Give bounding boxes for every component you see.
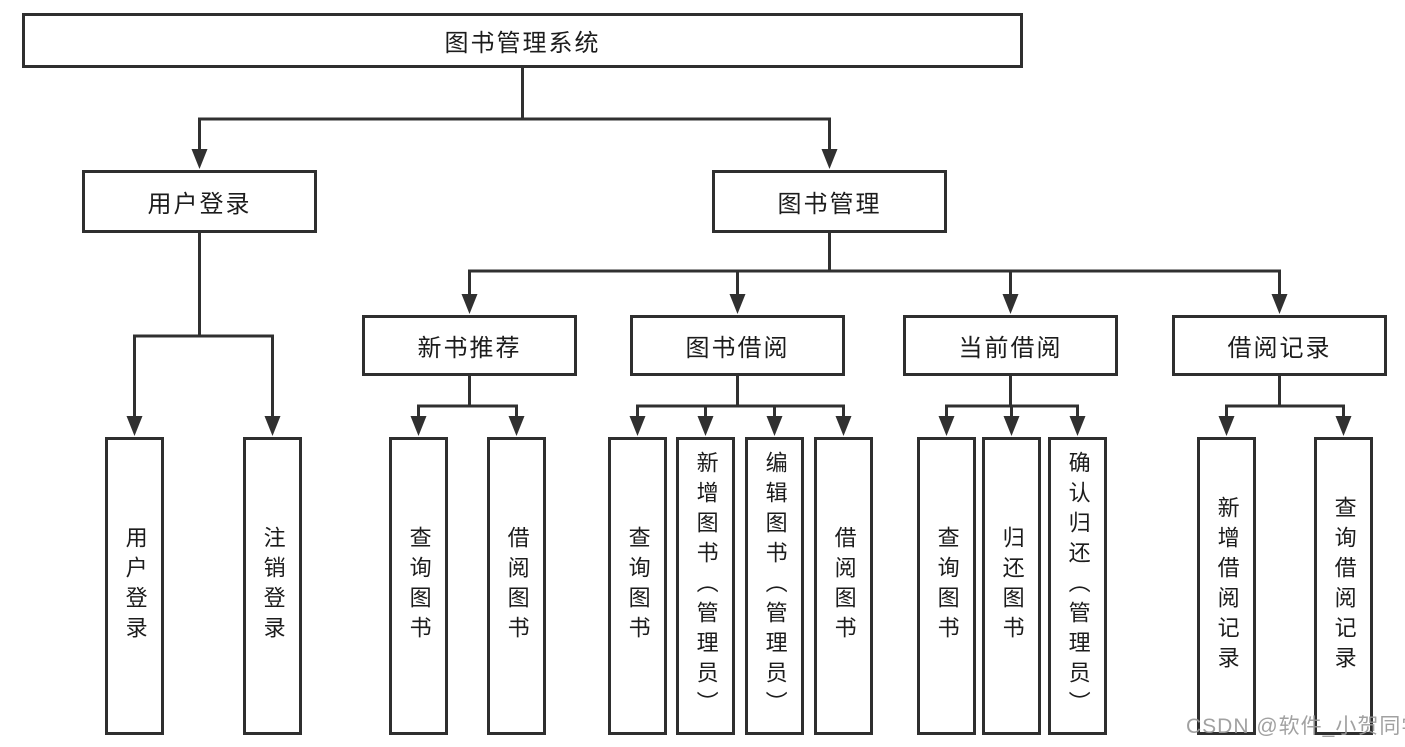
node-current-borrowing: 当前借阅 bbox=[903, 315, 1118, 376]
node-book-management: 图书管理 bbox=[712, 170, 947, 233]
node-borrowing-records: 借阅记录 bbox=[1172, 315, 1387, 376]
leaf-borrow-books: 借阅图书 bbox=[814, 437, 873, 735]
leaf-query-books-borrow: 查询图书 bbox=[608, 437, 667, 735]
leaf-borrow-books-recommend: 借阅图书 bbox=[487, 437, 546, 735]
leaf-user-login: 用户登录 bbox=[105, 437, 164, 735]
leaf-query-books-recommend: 查询图书 bbox=[389, 437, 448, 735]
connector-login-fork bbox=[133, 233, 274, 419]
leaf-query-books-current: 查询图书 bbox=[917, 437, 976, 735]
connector-group3-fork bbox=[945, 376, 1079, 419]
leaf-return-book: 归还图书 bbox=[982, 437, 1041, 735]
node-user-login: 用户登录 bbox=[82, 170, 317, 233]
connector-root-fork bbox=[198, 68, 831, 152]
connector-group1-fork bbox=[417, 376, 518, 419]
leaf-add-borrow-record: 新增借阅记录 bbox=[1197, 437, 1256, 735]
leaf-confirm-return-admin: 确认归还（管理员） bbox=[1048, 437, 1107, 735]
node-new-book-recommendation: 新书推荐 bbox=[362, 315, 577, 376]
leaf-query-borrow-record: 查询借阅记录 bbox=[1314, 437, 1373, 735]
leaf-logout: 注销登录 bbox=[243, 437, 302, 735]
node-book-borrowing: 图书借阅 bbox=[630, 315, 845, 376]
leaf-edit-book-admin: 编辑图书（管理员） bbox=[745, 437, 804, 735]
leaf-add-book-admin: 新增图书（管理员） bbox=[676, 437, 735, 735]
node-library-management-system: 图书管理系统 bbox=[22, 13, 1023, 68]
csdn-watermark: CSDN @软件_小贺同学 bbox=[1186, 715, 1405, 738]
connector-group4-fork bbox=[1225, 376, 1345, 419]
connector-group2-fork bbox=[636, 376, 845, 419]
connector-mgmt-fork bbox=[468, 233, 1281, 297]
